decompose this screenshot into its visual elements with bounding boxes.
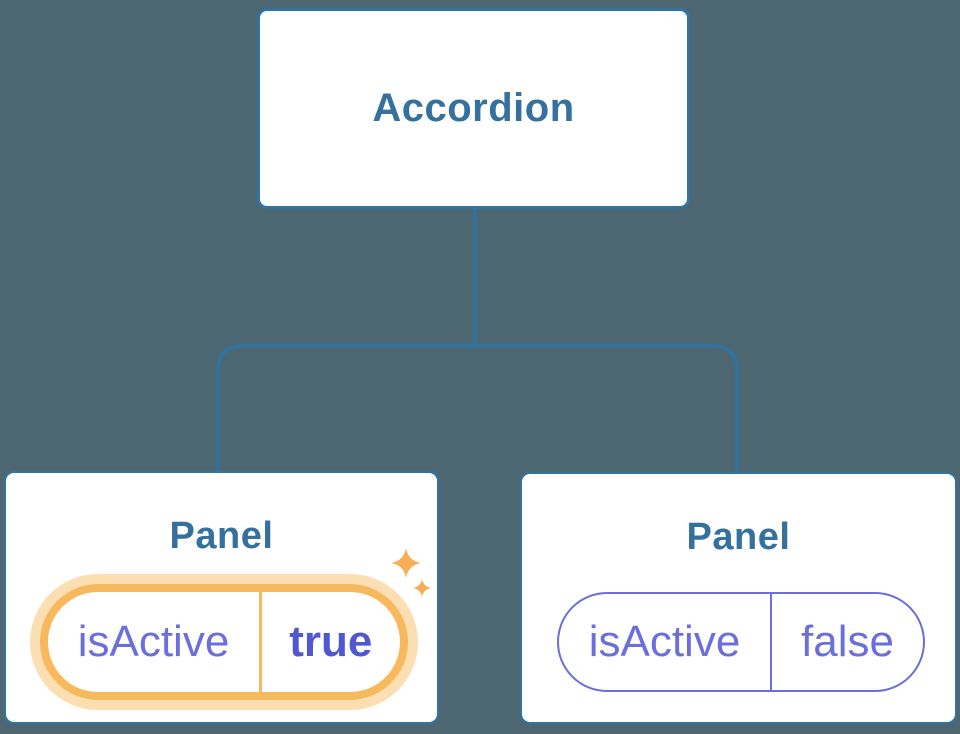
prop-pill-inactive: isActive false: [557, 592, 925, 692]
prop-value-label: false: [801, 617, 894, 666]
accordion-node-label: Accordion: [372, 86, 575, 130]
prop-name-label: isActive: [588, 617, 741, 666]
sparkle-icon: [391, 548, 431, 597]
panel-title: Panel: [169, 515, 274, 557]
panel-node-inactive: Panel isActive false: [520, 472, 957, 724]
accordion-node: Accordion: [257, 8, 690, 209]
prop-name-label: isActive: [77, 617, 230, 666]
prop-pill-active: isActive true: [40, 584, 408, 700]
pill-divider: [259, 592, 262, 692]
panel-title: Panel: [686, 516, 791, 558]
panel-node-active: Panel isActive true: [4, 471, 439, 724]
pill-divider: [770, 594, 772, 690]
prop-value-label: true: [289, 617, 373, 666]
